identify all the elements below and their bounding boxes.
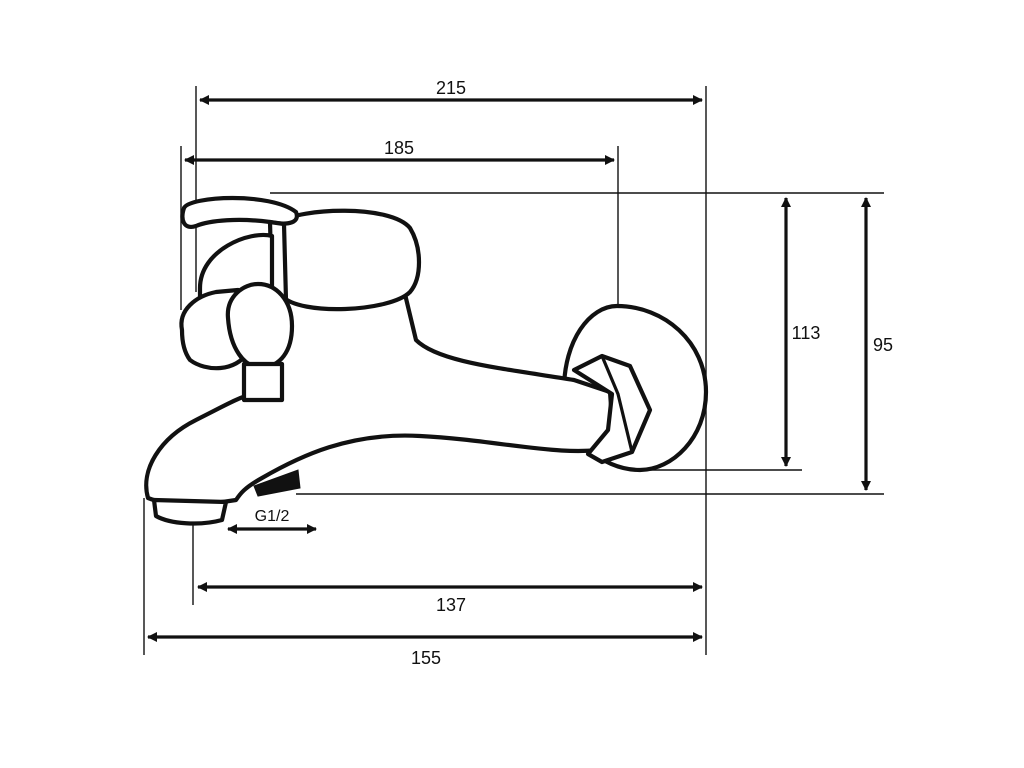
shower-connector [253, 469, 301, 497]
handle-base [277, 208, 421, 312]
faucet-outline [144, 195, 709, 526]
dimension-labels: 215 185 113 95 G1/2 137 155 [255, 78, 893, 668]
label-95: 95 [873, 335, 893, 355]
label-155: 155 [411, 648, 441, 668]
hex-nut [571, 353, 653, 465]
extension-lines [143, 86, 884, 655]
label-113: 113 [792, 323, 821, 343]
label-215: 215 [436, 78, 466, 98]
hex-nut-facet [600, 354, 634, 454]
diverter-stem [241, 361, 285, 403]
spout-outlet [151, 497, 229, 526]
label-137: 137 [436, 595, 466, 615]
dimension-lines [147, 95, 871, 642]
label-185: 185 [384, 138, 414, 158]
label-g12: G1/2 [255, 508, 290, 525]
diverter-cap [225, 281, 295, 371]
